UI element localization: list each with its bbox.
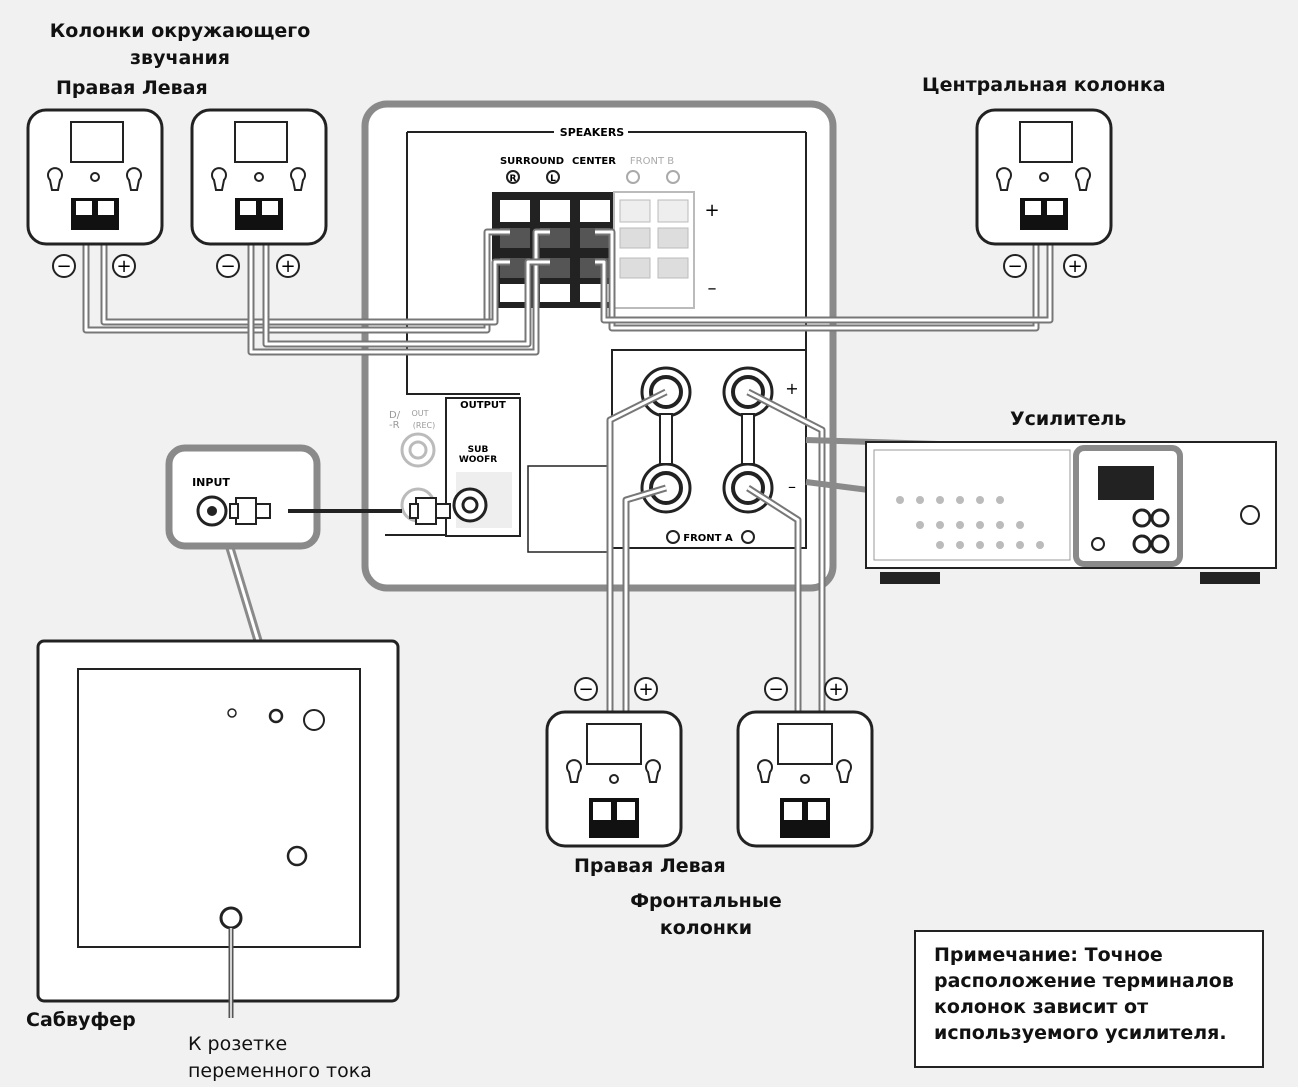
input-label: INPUT bbox=[192, 476, 230, 489]
surround-r-mark: R bbox=[510, 174, 517, 184]
center-speaker bbox=[975, 108, 1113, 246]
outlet-label-line1: К розетке bbox=[188, 1033, 288, 1055]
front-b-label: FRONT B bbox=[630, 156, 674, 167]
terminal-signs-front: − + − + bbox=[574, 677, 848, 701]
woofr-label: WOOFR bbox=[459, 455, 497, 465]
outlet-label-line2: переменного тока bbox=[188, 1060, 372, 1082]
sub-label: SUB bbox=[468, 445, 489, 455]
amplifier-label: Усилитель bbox=[1010, 408, 1127, 430]
surround-left-speaker bbox=[190, 108, 328, 246]
svg-text:+: + bbox=[116, 256, 131, 277]
front-title-line2: колонки bbox=[659, 917, 753, 939]
rec-fragment: D/ bbox=[389, 410, 401, 421]
note-line3: колонок зависит от bbox=[934, 996, 1149, 1018]
note-line2: расположение терминалов bbox=[934, 970, 1234, 992]
output-label: OUTPUT bbox=[460, 400, 506, 411]
out-label: OUT bbox=[411, 409, 428, 418]
center-label: CENTER bbox=[572, 156, 616, 167]
front-a-label: FRONT A bbox=[683, 533, 733, 544]
svg-text:+: + bbox=[1067, 256, 1082, 277]
speaker-wires bbox=[82, 228, 1054, 720]
svg-text:+: + bbox=[280, 256, 295, 277]
svg-text:−: − bbox=[1007, 256, 1022, 277]
front-title-line1: Фронтальные bbox=[630, 890, 782, 912]
svg-text:−: − bbox=[578, 679, 593, 700]
svg-text:−: − bbox=[56, 256, 71, 277]
surround-right-left-label: Правая Левая bbox=[56, 77, 208, 99]
surround-title-line2: звучания bbox=[130, 47, 230, 69]
surround-label: SURROUND bbox=[500, 156, 564, 167]
terminal-signs-top: − + − + − + bbox=[52, 254, 1087, 278]
note-box: Примечание: Точное расположение терминал… bbox=[914, 930, 1264, 1068]
front-a-plus: + bbox=[785, 379, 798, 398]
svg-text:−: − bbox=[768, 679, 783, 700]
receiver-rear-panel-zoom: SPEAKERS SURROUND CENTER FRONT B R L bbox=[361, 100, 837, 592]
svg-text:+: + bbox=[828, 679, 843, 700]
subwoofer-unit bbox=[36, 639, 400, 1018]
rec-label: (REC) bbox=[413, 421, 435, 430]
front-a-minus: – bbox=[788, 477, 796, 496]
front-left-speaker bbox=[736, 710, 874, 848]
surround-title-line1: Колонки окружающего bbox=[49, 20, 311, 42]
speaker-plus-mark: + bbox=[704, 200, 719, 221]
front-right-speaker bbox=[545, 710, 683, 848]
center-speaker-label: Центральная колонка bbox=[922, 74, 1166, 96]
speaker-minus-mark: – bbox=[708, 278, 717, 299]
amplifier-unit bbox=[805, 437, 1277, 584]
surround-right-speaker bbox=[26, 108, 164, 246]
note-line4: используемого усилителя. bbox=[934, 1022, 1227, 1044]
note-line1: Примечание: Точное bbox=[934, 944, 1163, 966]
speakers-label: SPEAKERS bbox=[560, 126, 625, 139]
subwoofer-label: Сабвуфер bbox=[26, 1009, 136, 1031]
surround-l-mark: L bbox=[550, 174, 556, 184]
speaker-terminal-block bbox=[492, 191, 695, 309]
svg-text:−: − bbox=[220, 256, 235, 277]
svg-text:+: + bbox=[638, 679, 653, 700]
front-right-left-label: Правая Левая bbox=[574, 855, 726, 877]
rec-fragment-2: -R bbox=[389, 420, 400, 431]
